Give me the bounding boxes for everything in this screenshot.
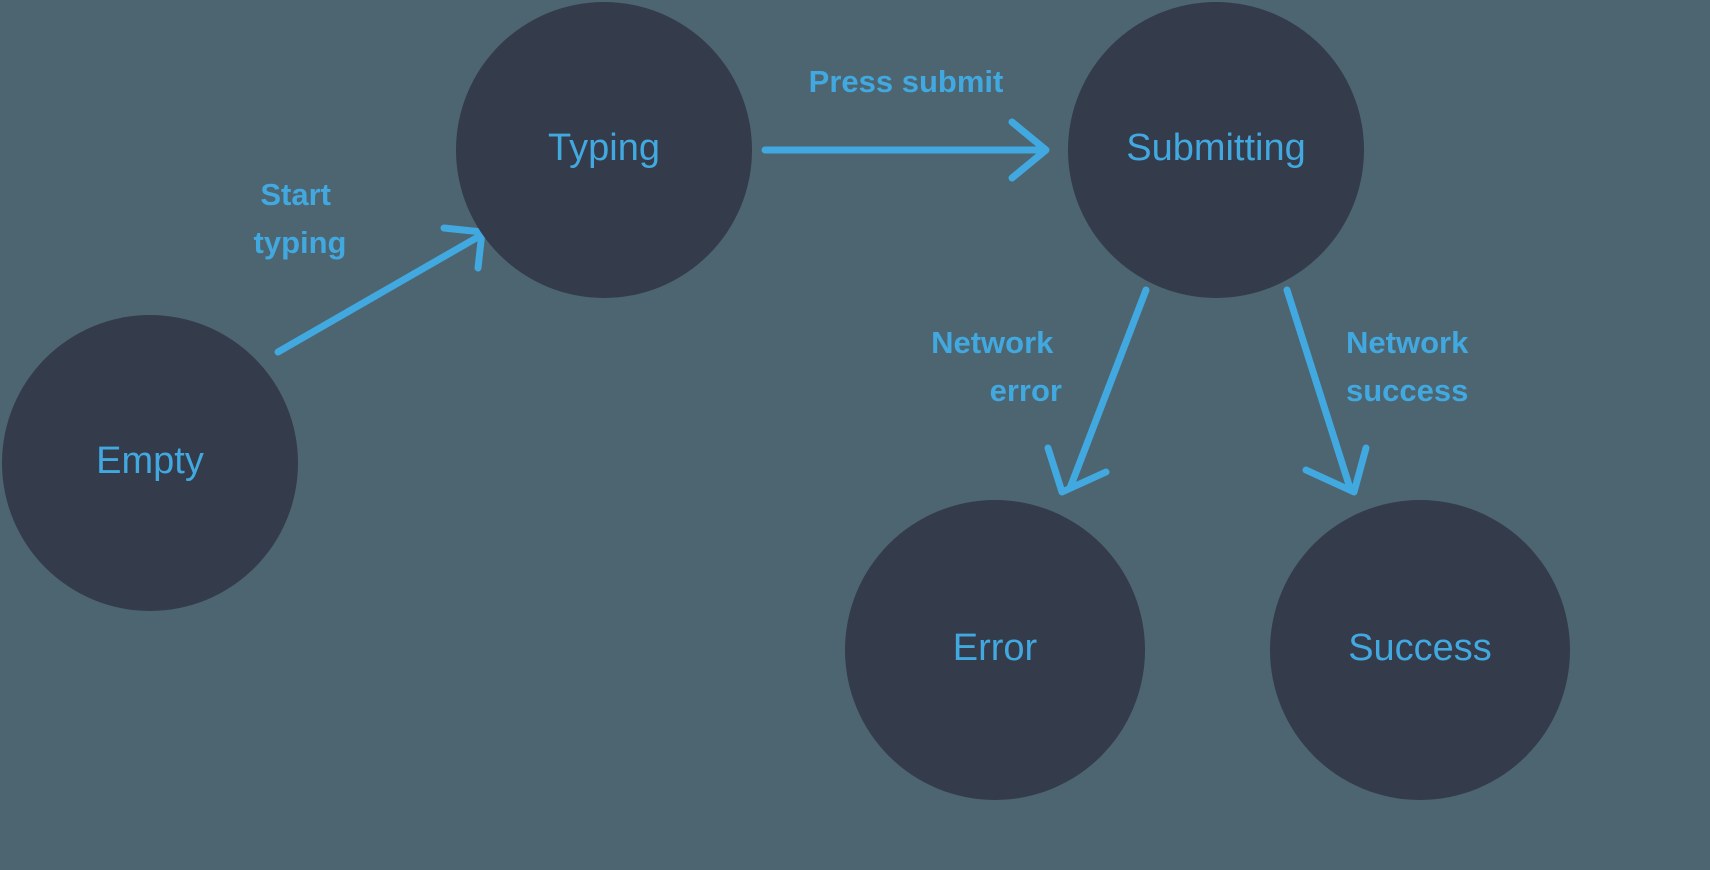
edge-line-submitting-to-success — [1283, 286, 1354, 492]
node-circle-error — [845, 500, 1145, 800]
edge-label-line: error — [990, 373, 1062, 408]
arrowhead-submitting-to-error — [1044, 444, 1110, 496]
edge-label-line: Press submit — [809, 64, 1004, 99]
edge-label-network-error: Network error — [931, 325, 1062, 408]
edge-label-start-typing: Start typing — [254, 177, 347, 260]
node-submitting[interactable]: Submitting — [1068, 2, 1364, 298]
edge-label-line: Start — [260, 177, 331, 212]
edge-label-network-success: Network success — [1346, 325, 1477, 408]
node-empty[interactable]: Empty — [2, 315, 298, 611]
edge-line-submitting-to-error — [1066, 286, 1150, 492]
node-circle-success — [1270, 500, 1570, 800]
node-label-error: Error — [953, 627, 1038, 669]
node-circle-empty — [2, 315, 298, 611]
edge-label-line: success — [1346, 373, 1468, 408]
node-error[interactable]: Error — [845, 500, 1145, 800]
node-label-submitting: Submitting — [1126, 127, 1306, 169]
edge-line-empty-to-typing — [274, 233, 482, 356]
node-label-success: Success — [1348, 627, 1492, 669]
node-label-typing: Typing — [548, 127, 660, 169]
edge-typing-to-submitting[interactable]: Press submit — [761, 64, 1050, 182]
edge-empty-to-typing[interactable]: Start typing — [254, 177, 486, 356]
node-label-empty: Empty — [96, 440, 204, 482]
edge-label-line: Network — [931, 325, 1054, 360]
node-success[interactable]: Success — [1270, 500, 1570, 800]
edge-label-line: typing — [254, 225, 347, 260]
edge-label-line: Network — [1346, 325, 1469, 360]
edge-submitting-to-error[interactable]: Network error — [931, 286, 1150, 496]
edge-label-press-submit: Press submit — [809, 64, 1004, 99]
node-typing[interactable]: Typing — [456, 2, 752, 298]
arrowhead-typing-to-submitting — [1008, 118, 1050, 182]
arrowhead-submitting-to-success — [1302, 444, 1370, 496]
edge-submitting-to-success[interactable]: Network success — [1283, 286, 1477, 496]
node-circle-typing — [456, 2, 752, 298]
node-circle-submitting — [1068, 2, 1364, 298]
